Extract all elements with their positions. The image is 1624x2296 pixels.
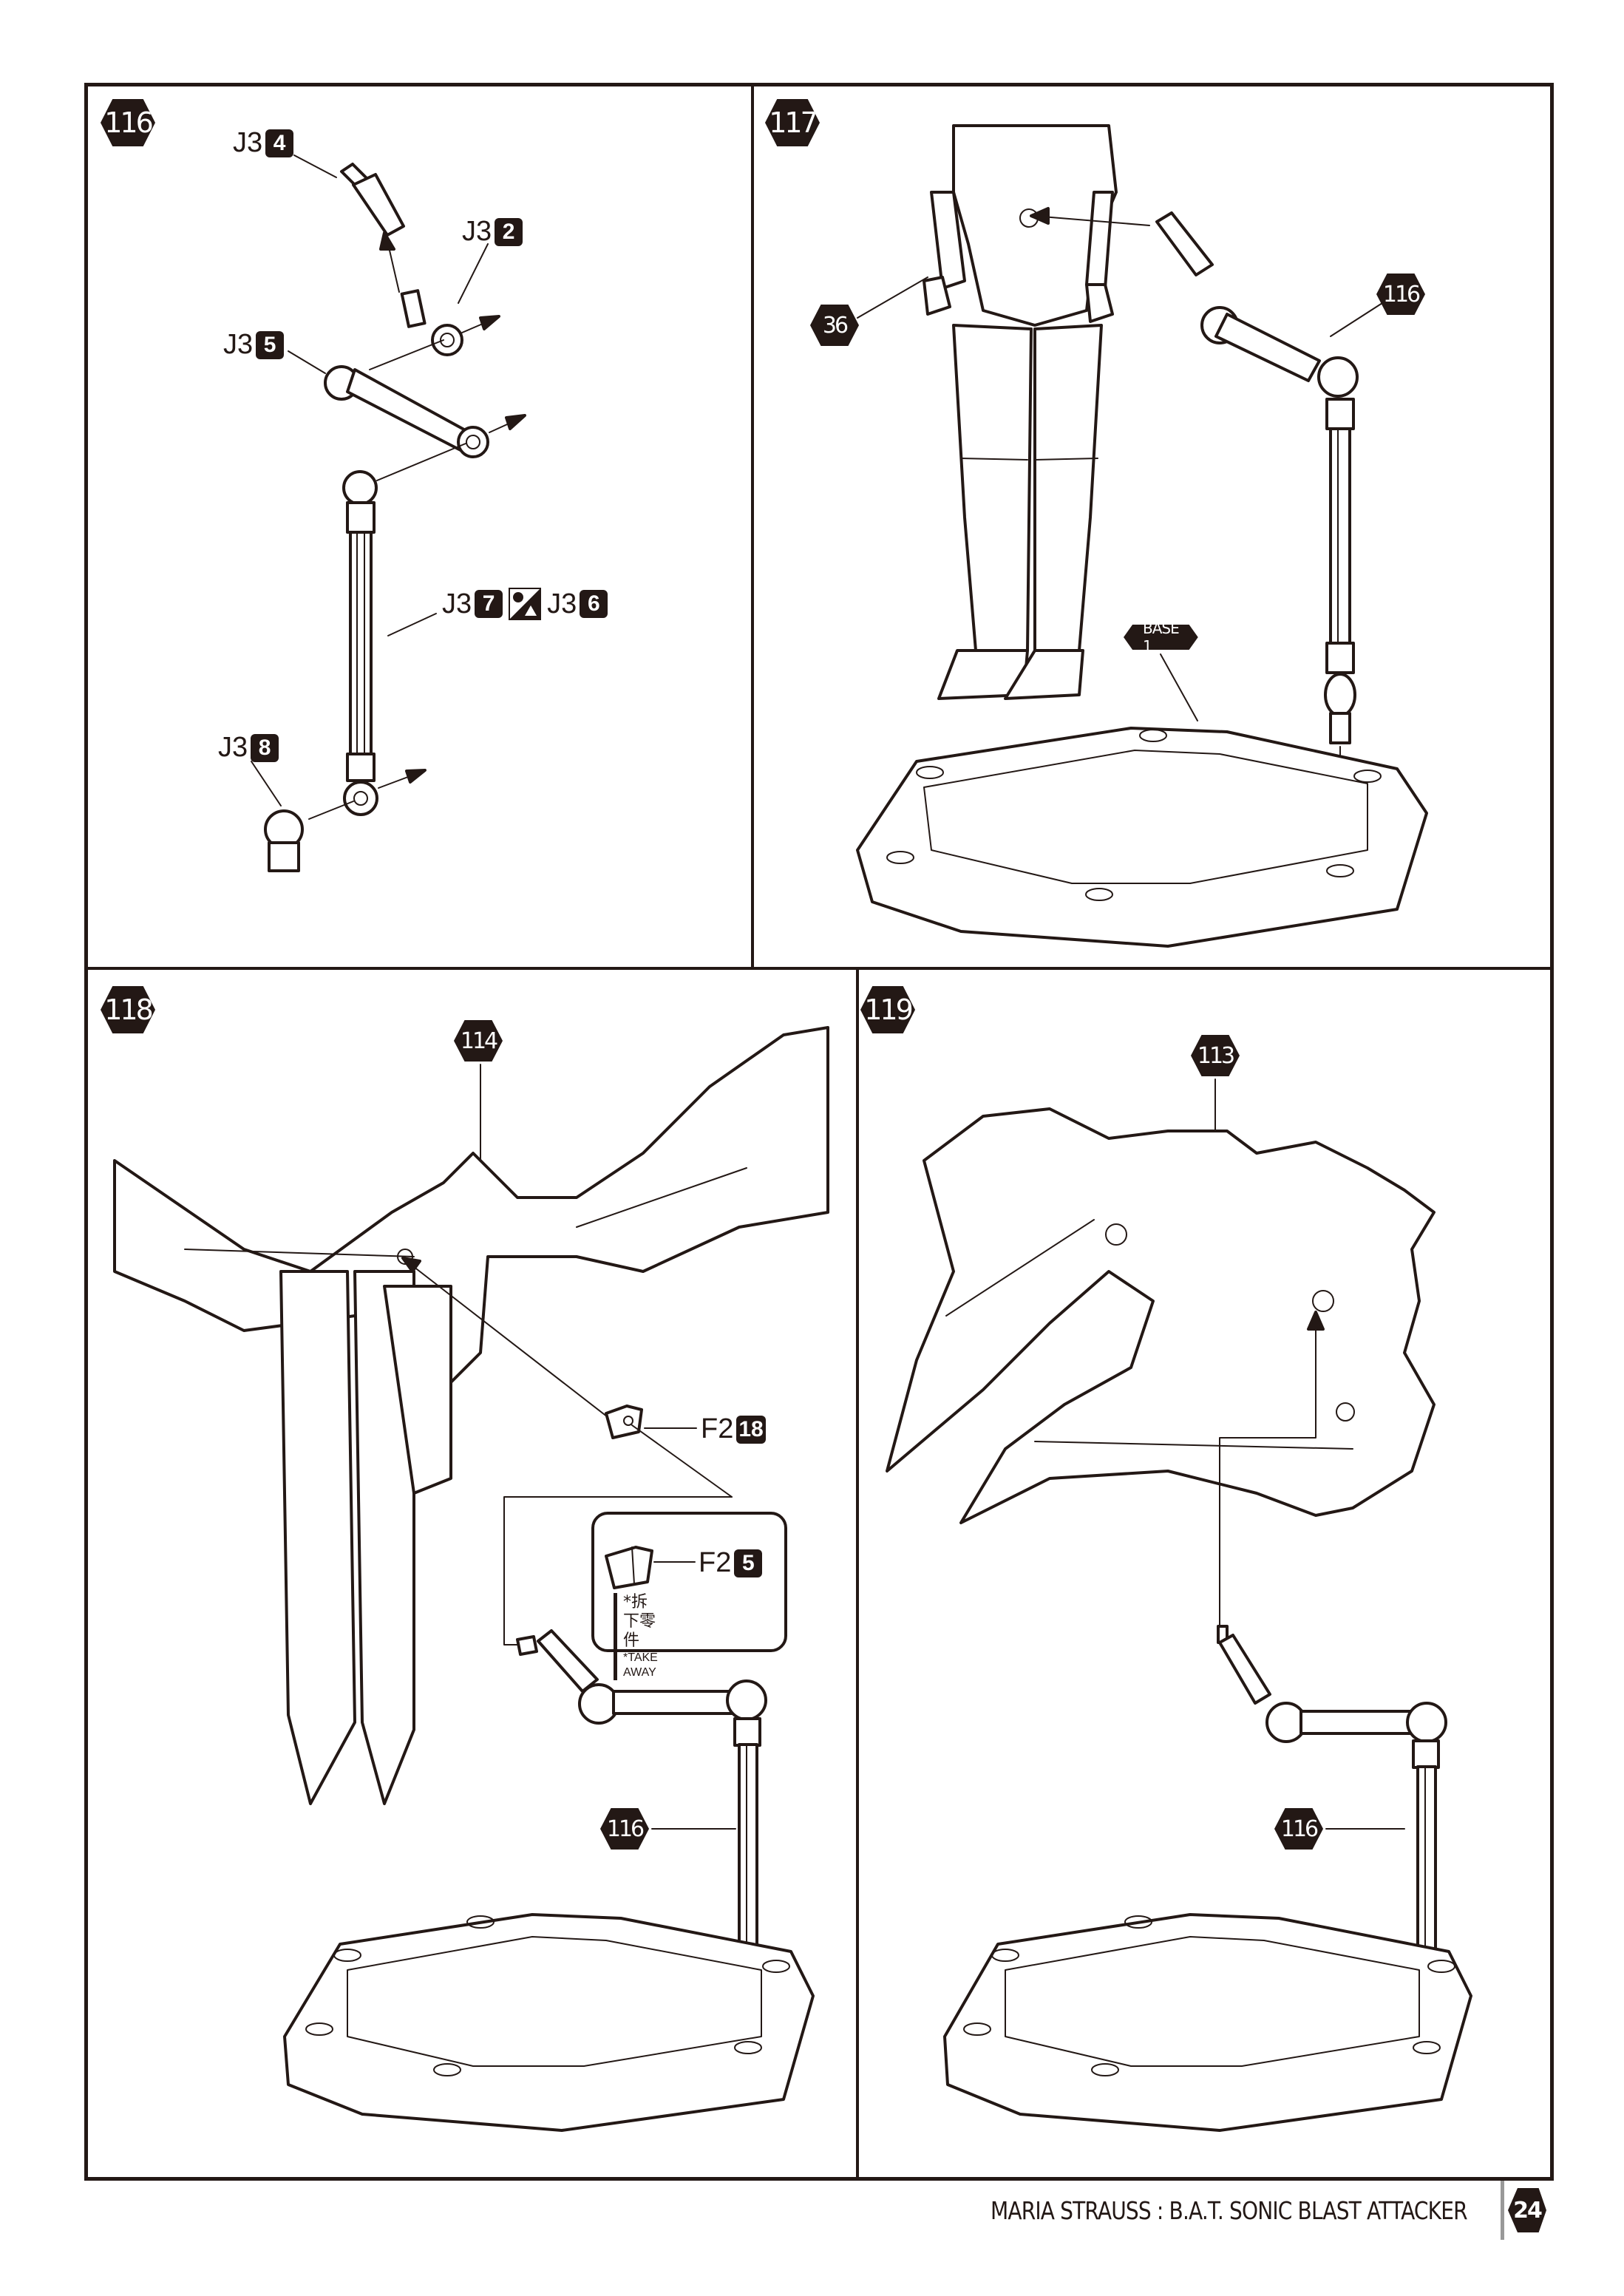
base-tag-label: BASE 1 <box>1143 619 1180 655</box>
runner-code: J3 <box>462 216 492 247</box>
step-number-badge: 117 <box>765 99 820 146</box>
step-119-illustration <box>886 1079 1472 2132</box>
step-number: 117 <box>769 106 818 139</box>
part-label-j3-7-or-6: J3 7 J3 6 <box>442 588 608 620</box>
step-117-illustration <box>856 124 1428 948</box>
part-number: 8 <box>251 733 279 762</box>
step-number: 118 <box>104 994 154 1026</box>
stand-arm-116 <box>516 1629 767 2045</box>
color-variant-icon <box>509 588 542 620</box>
step-116-illustration <box>251 154 526 872</box>
part-j3-7 <box>342 470 378 816</box>
take-away-note: *拆下零件 *TAKE AWAY <box>614 1593 658 1680</box>
ref-number: 114 <box>460 1028 498 1054</box>
page-number: 24 <box>1513 2197 1543 2224</box>
figure-lower-body <box>923 124 1118 700</box>
step-number-badge: 119 <box>860 986 915 1033</box>
product-title: MARIA STRAUSS : B.A.T. SONIC BLAST ATTAC… <box>991 2195 1468 2225</box>
wing-unit-113 <box>886 1107 1436 1524</box>
part-label-f2-18: F2 18 <box>701 1413 766 1445</box>
part-number: 7 <box>475 590 503 618</box>
ref-number: 116 <box>1280 1816 1319 1842</box>
part-label-j3-2: J3 2 <box>462 216 523 248</box>
ref-badge-113: 113 <box>1191 1035 1240 1076</box>
page-number-badge: 24 <box>1508 2188 1546 2232</box>
part-j3-5 <box>324 365 489 458</box>
footer-title-wrap: MARIA STRAUSS : B.A.T. SONIC BLAST ATTAC… <box>991 2188 1552 2232</box>
base-tag: BASE 1 <box>1124 625 1198 650</box>
ref-number: 116 <box>1382 281 1421 308</box>
runner-code: F2 <box>701 1413 734 1444</box>
part-label-j3-8: J3 8 <box>218 732 279 764</box>
ref-badge-116: 116 <box>1274 1808 1323 1850</box>
divider-top-vertical <box>751 83 754 970</box>
note-text-en: *TAKE AWAY <box>623 1651 658 1679</box>
part-number: 5 <box>256 330 285 359</box>
step-118-illustration <box>113 1026 829 2132</box>
part-f2-5 <box>605 1546 653 1589</box>
runner-code: J3 <box>223 329 254 360</box>
ref-badge-36: 36 <box>810 305 859 346</box>
part-f2-18 <box>605 1405 643 1439</box>
part-number: 4 <box>265 129 294 157</box>
display-base-1 <box>943 1913 1472 2132</box>
part-label-j3-4: J3 4 <box>233 127 294 159</box>
runner-code: J3 <box>233 127 263 158</box>
part-label-f2-5: F2 5 <box>699 1547 763 1579</box>
part-number: 18 <box>736 1415 766 1444</box>
ref-number: 36 <box>822 312 849 339</box>
note-text-cn: *拆下零件 <box>623 1593 656 1650</box>
ref-badge-114: 114 <box>454 1020 503 1062</box>
part-j3-8 <box>264 809 304 872</box>
alt-runner-code: J3 <box>547 588 577 619</box>
divider-horizontal <box>84 967 1554 970</box>
ref-number: 116 <box>606 1816 645 1842</box>
part-number: 2 <box>495 217 523 246</box>
step-number: 119 <box>864 994 914 1026</box>
stand-arm-116 <box>1155 211 1359 744</box>
step-number-badge: 118 <box>101 986 155 1033</box>
ref-badge-116: 116 <box>1376 274 1425 315</box>
ref-number: 113 <box>1197 1042 1235 1069</box>
display-base-1 <box>283 1913 815 2132</box>
page-marker-bar <box>1501 2181 1504 2240</box>
runner-code: F2 <box>699 1547 732 1578</box>
part-label-j3-5: J3 5 <box>223 329 285 361</box>
part-j3-4 <box>340 163 405 237</box>
display-base-1 <box>856 727 1428 948</box>
part-j3-2 <box>400 289 463 356</box>
step-number: 116 <box>104 106 154 139</box>
runner-code: J3 <box>442 588 472 619</box>
alt-part-number: 6 <box>580 590 608 618</box>
part-number: 5 <box>734 1549 763 1577</box>
ref-badge-116: 116 <box>600 1808 649 1850</box>
step-number-badge: 116 <box>101 99 155 146</box>
figure-with-wings <box>113 1026 829 1805</box>
page-frame <box>84 83 1554 2181</box>
divider-bottom-vertical <box>856 967 859 2181</box>
runner-code: J3 <box>218 732 248 763</box>
